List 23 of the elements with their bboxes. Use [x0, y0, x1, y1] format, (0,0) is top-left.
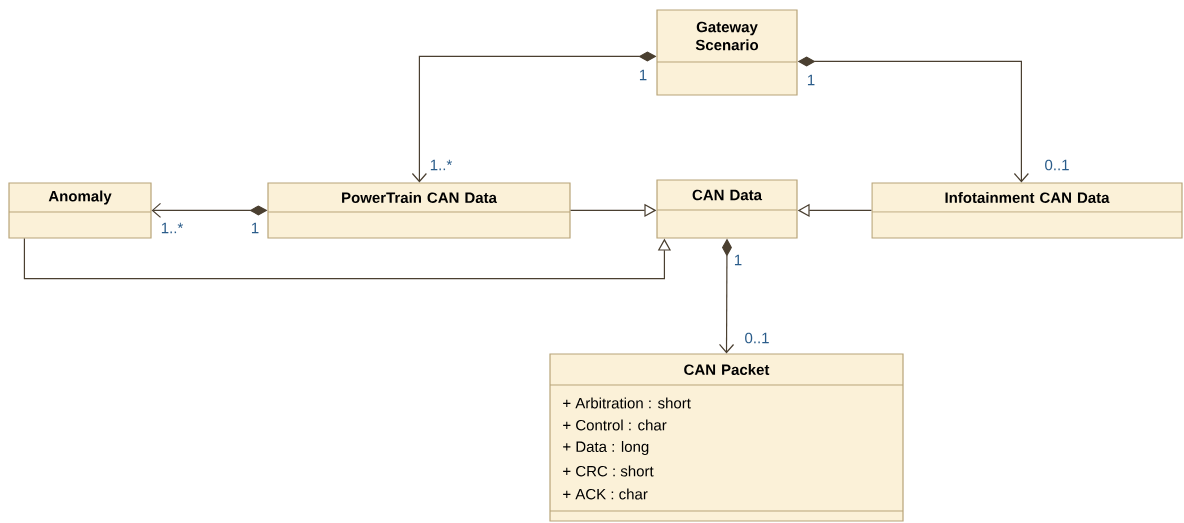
class-box	[656, 9, 798, 96]
attribute: + Data : long	[563, 441, 649, 455]
class-box	[267, 182, 571, 239]
class-box	[549, 353, 904, 522]
class-name: CAN Data	[692, 189, 763, 201]
attribute: + Arbitration : short	[563, 397, 691, 409]
attribute: + ACK : char	[563, 488, 648, 500]
class-name: Infotainment CAN Data	[945, 192, 1110, 203]
class-name: CAN Packet	[684, 364, 770, 375]
attribute: + CRC : short	[563, 465, 654, 477]
multiplicity: 1	[639, 69, 647, 81]
multiplicity: 1	[734, 254, 742, 266]
multiplicity: 1	[807, 74, 815, 86]
class-box	[656, 179, 798, 239]
multiplicity: 1..*	[161, 222, 184, 234]
multiplicity: 1	[251, 222, 259, 234]
multiplicity: 1..*	[430, 159, 453, 171]
attribute: + Control : char	[563, 419, 667, 431]
class-box	[8, 182, 152, 239]
class-name: Anomaly	[48, 190, 112, 205]
class-box	[871, 182, 1183, 239]
class-name: PowerTrain CAN Data	[342, 192, 497, 203]
class-name: Gateway Scenario	[695, 21, 759, 51]
